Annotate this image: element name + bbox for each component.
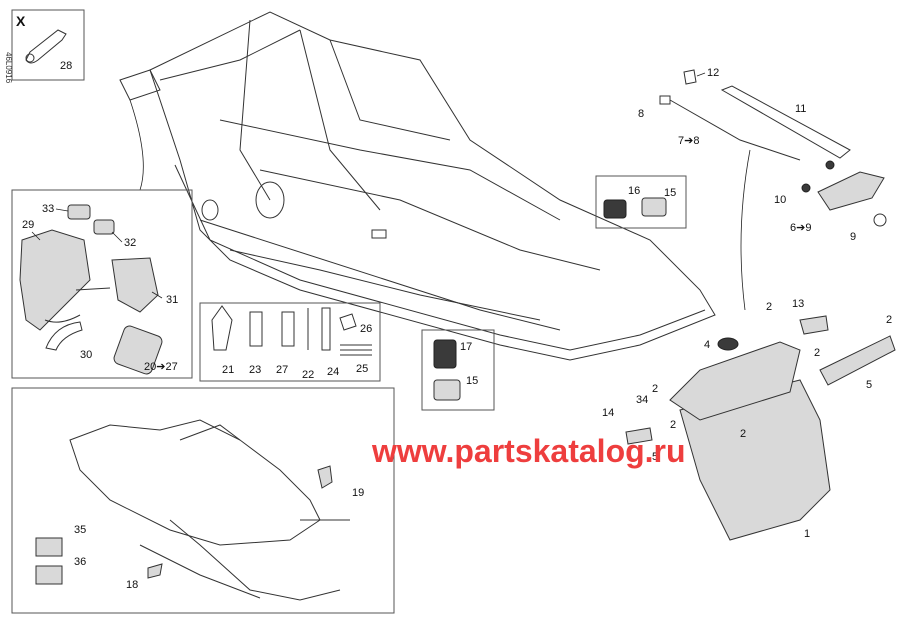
tool-26	[339, 313, 357, 331]
kit-x-box: X 28	[11, 9, 85, 81]
callout-2d: 2	[652, 383, 658, 395]
side-code: 46L0916	[4, 52, 13, 84]
tool-25	[340, 344, 372, 356]
chassis-frame	[119, 11, 716, 361]
part-30	[45, 321, 83, 351]
callout-8: 8	[638, 108, 644, 120]
callout-29: 29	[22, 219, 34, 231]
snowmobile-body	[69, 419, 321, 546]
part-15a	[641, 197, 667, 217]
part-1	[679, 379, 831, 541]
callout-9: 9	[850, 231, 856, 243]
decal-35	[35, 537, 63, 557]
part-8	[659, 95, 671, 105]
callout-25: 25	[356, 363, 368, 375]
callout-2c: 2	[814, 347, 820, 359]
callout-4: 4	[704, 339, 710, 351]
part-33	[67, 204, 91, 220]
parts-box-17-15: 17 15	[421, 329, 495, 411]
callout-5a: 5	[866, 379, 872, 391]
left-parts-box: 33 32 29 31 30 20➔27	[11, 189, 193, 379]
tool-27	[281, 311, 295, 347]
callout-2e: 2	[670, 419, 676, 431]
callout-36: 36	[74, 556, 86, 568]
callout-15b: 15	[466, 375, 478, 387]
callout-2a: 2	[766, 301, 772, 313]
callout-5b: 5	[652, 451, 658, 463]
callout-18: 18	[126, 579, 138, 591]
callout-16: 16	[628, 185, 640, 197]
tool-21	[211, 305, 233, 351]
callout-21: 21	[222, 364, 234, 376]
part-12	[683, 69, 697, 85]
callout-12: 12	[707, 67, 719, 79]
parts-box-15-16: 16 15	[595, 175, 687, 229]
callout-26: 26	[360, 323, 372, 335]
callout-27: 27	[276, 364, 288, 376]
tools-box: 21 23 27 22 24 26 25	[199, 302, 381, 382]
part-10	[801, 183, 811, 193]
callout-19: 19	[352, 487, 364, 499]
watermark: www.partskatalog.ru	[371, 433, 686, 469]
tool-23	[249, 311, 263, 347]
callout-24: 24	[327, 366, 339, 378]
part-29	[19, 229, 91, 331]
callout-2b: 2	[886, 314, 892, 326]
taillight-assembly: 12 11 8 7➔8 10 6➔9 9	[638, 67, 887, 243]
part-13	[799, 315, 829, 335]
decal-36	[35, 565, 63, 585]
callout-11: 11	[795, 103, 806, 115]
callout-6: 6➔9	[790, 222, 811, 234]
callout-17: 17	[460, 341, 472, 353]
part-9	[873, 213, 887, 227]
part-11	[720, 85, 851, 159]
vehicle-box: 19 18 35 36	[11, 387, 395, 614]
callout-30: 30	[80, 349, 92, 361]
callout-34: 34	[636, 394, 648, 406]
callout-28: 28	[60, 60, 72, 72]
callout-7: 7➔8	[678, 135, 699, 147]
wrench-28	[25, 29, 67, 64]
callout-33: 33	[42, 203, 54, 215]
callout-20: 20➔27	[144, 361, 178, 373]
snowflap-assembly: 1 34 4 13 5 14 5 2 2 2 2 2 2	[602, 298, 896, 541]
callout-22: 22	[302, 369, 314, 381]
kit-label: X	[16, 13, 26, 29]
part-5a	[819, 335, 896, 386]
part-20	[113, 325, 163, 375]
callout-13: 13	[792, 298, 804, 310]
part-4	[717, 337, 739, 351]
part-32	[93, 219, 115, 235]
part-6	[817, 171, 885, 211]
part-14	[625, 427, 653, 445]
callout-35: 35	[74, 524, 86, 536]
callout-31: 31	[166, 294, 178, 306]
decal-18	[147, 563, 163, 579]
callout-2f: 2	[740, 428, 746, 440]
callout-15a: 15	[664, 187, 676, 199]
part-17	[433, 339, 457, 369]
part-34	[669, 341, 801, 421]
tool-24	[321, 307, 331, 351]
callout-14: 14	[602, 407, 614, 419]
callout-1: 1	[804, 528, 810, 540]
callout-23: 23	[249, 364, 261, 376]
callout-10: 10	[774, 194, 786, 206]
part-31	[111, 257, 159, 313]
decal-19	[317, 465, 333, 489]
part-16	[603, 199, 627, 219]
part-15b	[433, 379, 461, 401]
callout-32: 32	[124, 237, 136, 249]
